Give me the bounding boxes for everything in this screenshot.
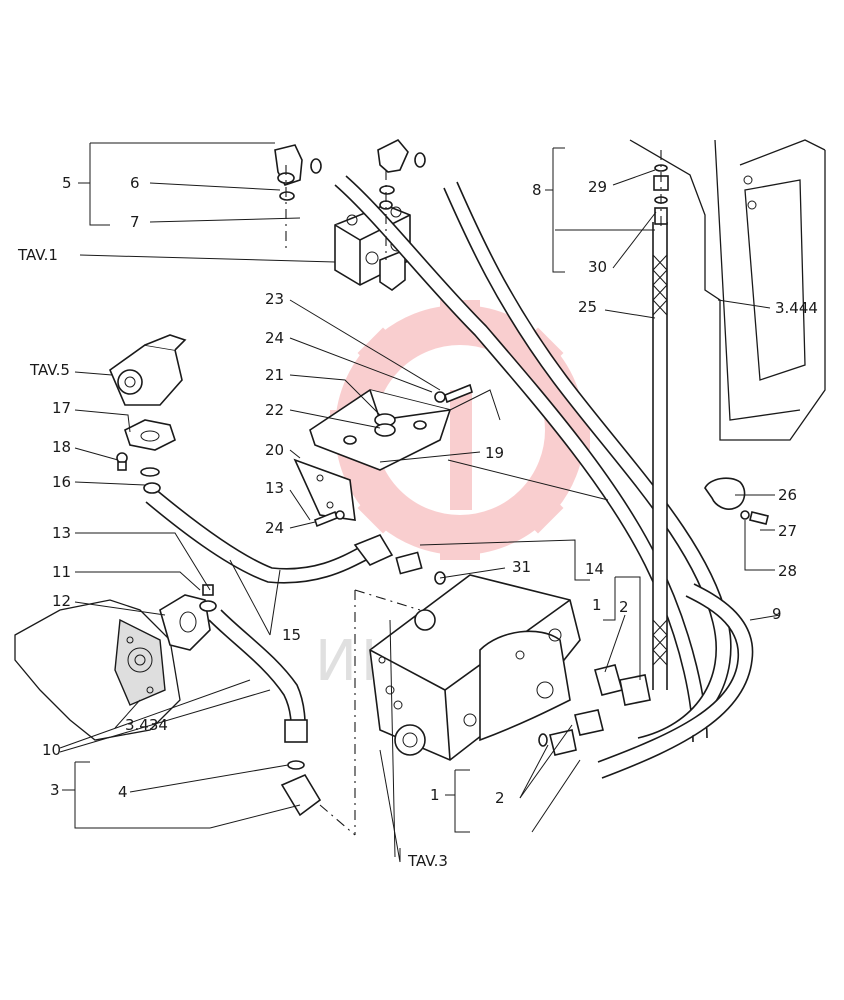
callout-14: 14: [585, 560, 604, 578]
hose-lines: [145, 175, 754, 779]
callout-25: 25: [578, 298, 597, 316]
callout-29: 29: [588, 178, 607, 196]
callout-23: 23: [265, 290, 284, 308]
elbow-fitting-upper: [377, 139, 426, 210]
bolt-24: [314, 510, 345, 528]
callout-27: 27: [778, 522, 797, 540]
clamp-bracket-19: [309, 389, 452, 471]
callout-7: 7: [130, 213, 140, 231]
callout-24-lower: 24: [265, 519, 284, 537]
callout-15: 15: [282, 626, 301, 644]
flange-11-12: [159, 584, 217, 651]
fittings-2: [538, 664, 651, 756]
centre-lines: [285, 150, 662, 836]
callout-26: 26: [778, 486, 797, 504]
callout-4: 4: [118, 783, 128, 801]
callout-11: 11: [52, 563, 71, 581]
callout-24-upper: 24: [265, 329, 284, 347]
callout-18: 18: [52, 438, 71, 456]
callout-10: 10: [42, 741, 61, 759]
callout-5: 5: [62, 174, 72, 192]
callout-17: 17: [52, 399, 71, 417]
callout-22: 22: [265, 401, 284, 419]
callout-tav5: TAV.5: [29, 361, 70, 379]
elbow-3-4: [280, 719, 322, 817]
elbow-fitting-5: [274, 144, 322, 201]
flange-17: [116, 419, 176, 494]
callout-8: 8: [532, 181, 542, 199]
callout-9: 9: [772, 605, 782, 623]
callout-tav1: TAV.1: [17, 246, 58, 264]
callout-3: 3: [50, 781, 60, 799]
callout-2-upper: 2: [619, 598, 629, 616]
callout-30: 30: [588, 258, 607, 276]
callout-12: 12: [52, 592, 71, 610]
callout-13-lower: 13: [52, 524, 71, 542]
callout-1-upper: 1: [592, 596, 602, 614]
callout-13-upper: 13: [265, 479, 284, 497]
plate-20: [293, 458, 356, 521]
callout-labels: 5 6 7 TAV.1 8 29 30 25 3.444 23 24 21 22…: [17, 174, 818, 870]
callout-1-lower: 1: [430, 786, 440, 804]
adapter-14: [353, 534, 446, 585]
callout-19: 19: [485, 444, 504, 462]
callout-20: 20: [265, 441, 284, 459]
engine-housing: [14, 599, 181, 741]
pump-tav5: [109, 334, 187, 406]
callout-tav3: TAV.3: [407, 852, 448, 870]
leader-lines: [59, 142, 781, 863]
callout-3444: 3.444: [775, 299, 818, 317]
callout-16: 16: [52, 473, 71, 491]
valve-block: [369, 574, 581, 761]
callout-21: 21: [265, 366, 284, 384]
clamp-26: [704, 477, 769, 525]
bolt-23: [434, 383, 473, 404]
callout-3434: 3.434: [125, 716, 168, 734]
callout-6: 6: [130, 174, 140, 192]
callout-31: 31: [512, 558, 531, 576]
callout-28: 28: [778, 562, 797, 580]
callout-2-lower: 2: [495, 789, 505, 807]
